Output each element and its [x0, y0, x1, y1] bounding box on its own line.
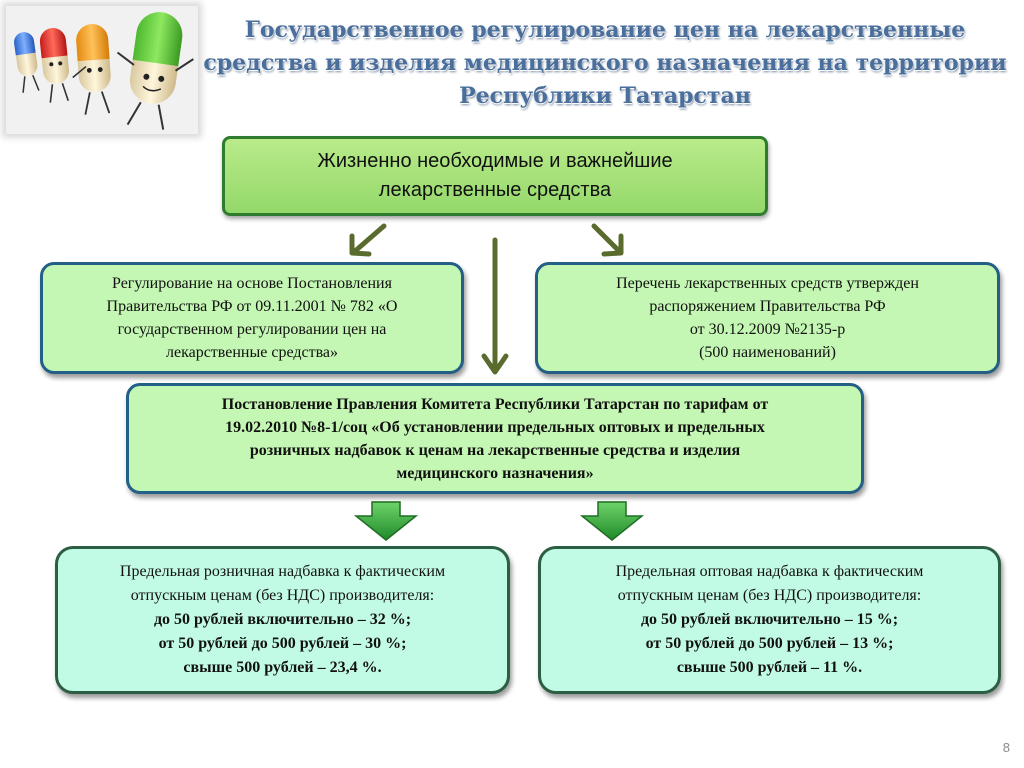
slide-title-line-1: Государственное регулирование цен на лек… — [244, 17, 966, 43]
drug-list-line-3: от 30.12.2009 №2135-р — [689, 321, 846, 338]
wholesale-markup-tier-2: от 50 рублей до 500 рублей – 13 %; — [645, 635, 894, 652]
tariff-decree-line-4: медицинского назначения» — [396, 464, 594, 482]
essential-drugs-box: Жизненно необходимые и важнейшие лекарст… — [222, 136, 768, 216]
regulation-decree-line-2: Правительства РФ от 09.11.2001 № 782 «О — [106, 298, 398, 315]
slide-title-line-3: Республики Татарстан — [459, 83, 751, 109]
retail-markup-line-1: Предельная розничная надбавка к фактичес… — [119, 563, 446, 580]
pill-characters-picture — [6, 6, 198, 134]
drug-list-line-2: распоряжением Правительства РФ — [649, 298, 886, 315]
tariff-decree-line-2: 19.02.2010 №8-1/соц «Об установлении пре… — [225, 418, 765, 436]
block-arrow-down-icon — [579, 501, 645, 541]
slide-title: Государственное регулирование цен на лек… — [200, 14, 1010, 113]
retail-markup-box: Предельная розничная надбавка к фактичес… — [55, 546, 510, 694]
block-arrow-down-icon — [353, 501, 419, 541]
essential-drugs-line-1: Жизненно необходимые и важнейшие — [317, 150, 673, 172]
arrow-down-icon — [481, 237, 509, 375]
drug-list-line-4: (500 наименований) — [699, 344, 836, 361]
regulation-decree-line-4: лекарственные средства» — [165, 344, 339, 361]
tariff-committee-decree-box: Постановление Правления Комитета Республ… — [126, 383, 864, 494]
regulation-decree-line-3: государственном регулировании цен на — [117, 321, 387, 338]
wholesale-markup-line-1: Предельная оптовая надбавка к фактически… — [615, 563, 924, 580]
drug-list-line-1: Перечень лекарственных средств утвержден — [616, 275, 919, 292]
retail-markup-tier-2: от 50 рублей до 500 рублей – 30 %; — [158, 635, 407, 652]
tariff-decree-line-3: розничных надбавок к ценам на лекарствен… — [249, 441, 741, 459]
retail-markup-line-2: отпускным ценам (без НДС) производителя: — [130, 587, 435, 604]
arrow-down-left-icon — [349, 223, 387, 257]
essential-drugs-line-2: лекарственные средства — [378, 179, 612, 201]
arrow-down-right-icon — [591, 223, 624, 257]
regulation-decree-box: Регулирование на основе Постановления Пр… — [40, 262, 464, 374]
tariff-decree-line-1: Постановление Правления Комитета Республ… — [221, 395, 769, 413]
drug-list-box: Перечень лекарственных средств утвержден… — [535, 262, 1000, 374]
retail-markup-tier-3: свыше 500 рублей – 23,4 %. — [183, 659, 382, 676]
pill-characters-illustration — [14, 12, 194, 130]
page-number: 8 — [1002, 740, 1010, 755]
retail-markup-tier-1: до 50 рублей включительно – 32 %; — [153, 611, 412, 628]
wholesale-markup-box: Предельная оптовая надбавка к фактически… — [538, 546, 1001, 694]
wholesale-markup-tier-3: свыше 500 рублей – 11 %. — [676, 659, 863, 676]
wholesale-markup-line-2: отпускным ценам (без НДС) производителя: — [617, 587, 922, 604]
regulation-decree-line-1: Регулирование на основе Постановления — [112, 275, 392, 292]
wholesale-markup-tier-1: до 50 рублей включительно – 15 %; — [640, 611, 899, 628]
slide-title-line-2: средства и изделия медицинского назначен… — [203, 50, 1007, 76]
